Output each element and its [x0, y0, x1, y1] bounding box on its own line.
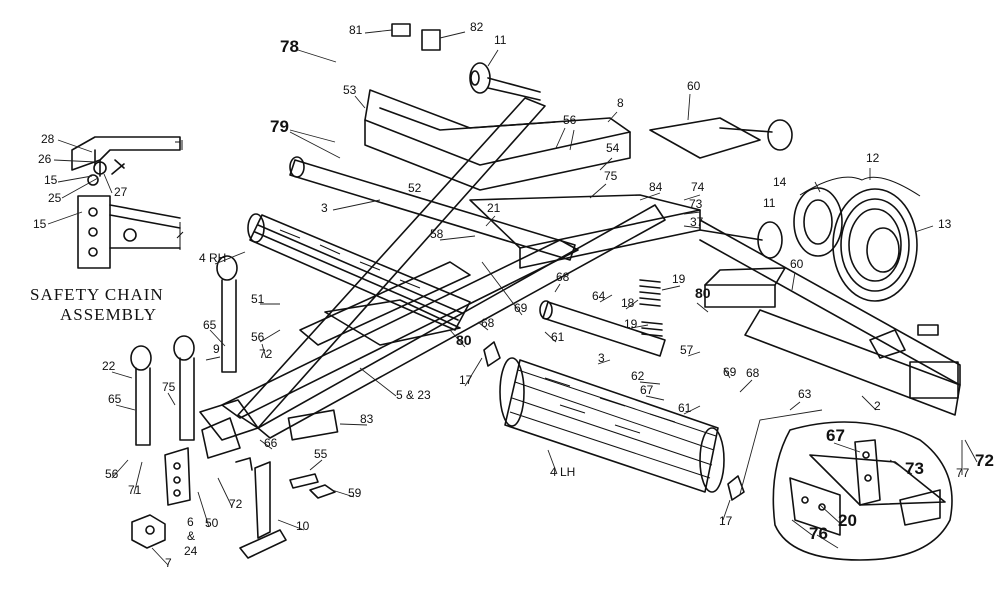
callout-c20: 20: [838, 511, 857, 530]
callout-c60a: 60: [687, 79, 701, 93]
callout-c68c: 68: [746, 366, 760, 380]
callout-c76: 76: [809, 524, 828, 543]
callout-c14: 14: [773, 175, 787, 189]
lower-tube: [539, 267, 786, 357]
callout-c84: 84: [649, 180, 663, 194]
callout-c61a: 61: [551, 330, 565, 344]
callout-c56a: 56: [563, 113, 577, 127]
callout-c62: 62: [631, 369, 645, 383]
callout-c7: 7: [165, 556, 172, 570]
callout-c11a: 11: [494, 33, 507, 47]
callout-c64: 64: [592, 289, 606, 303]
callout-c69a: 69: [514, 301, 528, 315]
callout-c74: 74: [691, 180, 705, 194]
callout-c61b: 61: [678, 401, 692, 415]
callout-c17a: 17: [459, 373, 473, 387]
callout-c80a: 80: [695, 285, 711, 301]
callout-c52: 52: [408, 181, 422, 195]
callout-c66: 66: [264, 436, 278, 450]
callout-c53: 53: [343, 83, 357, 97]
callout-c60b: 60: [790, 257, 804, 271]
callout-c63: 63: [798, 387, 812, 401]
left-uprights: [130, 255, 238, 549]
callout-c27: 27: [114, 185, 128, 199]
callout-c78: 78: [280, 37, 299, 56]
callout-c83: 83: [360, 412, 374, 426]
rh-roller: [247, 213, 471, 331]
callout-c72b: 72: [975, 451, 994, 470]
brackets: [289, 341, 745, 501]
callout-c54: 54: [606, 141, 620, 155]
callout-c68b: 68: [481, 316, 495, 330]
callout-c9: 9: [213, 342, 220, 356]
callout-c57: 57: [680, 343, 694, 357]
callout-c12: 12: [866, 151, 880, 165]
callout-c4lh: 4 LH: [550, 465, 575, 479]
callout-c21: 21: [487, 201, 501, 215]
callout-c4rh: 4 RH: [199, 251, 226, 265]
wheel-assembly: [793, 176, 921, 302]
callout-c10: 10: [296, 519, 310, 533]
callout-c67b: 67: [826, 426, 845, 445]
safety-chain-title-line1: SAFETY CHAIN: [30, 285, 164, 304]
jack-stand: [235, 457, 287, 559]
callout-c3b: 3: [598, 351, 605, 365]
callout-c82: 82: [470, 20, 484, 34]
lh-roller: [499, 357, 725, 493]
callout-c18: 18: [621, 296, 635, 310]
callout-c15b: 15: [33, 217, 47, 231]
callout-c73a: 73: [689, 197, 703, 211]
callout-c28: 28: [41, 132, 55, 146]
callout-c2: 2: [874, 399, 881, 413]
callout-c75a: 75: [604, 169, 618, 183]
safety-chain-inset: SAFETY CHAIN ASSEMBLY: [30, 136, 184, 324]
callout-c22: 22: [102, 359, 116, 373]
callout-c59: 59: [348, 486, 362, 500]
safety-chain-title-line2: ASSEMBLY: [60, 305, 157, 324]
callout-c26: 26: [38, 152, 52, 166]
spindles: [469, 62, 793, 259]
callout-c11b: 11: [763, 196, 776, 210]
callout-c72c: 72: [229, 497, 243, 511]
callout-c65a: 65: [203, 318, 217, 332]
callout-c51: 51: [251, 292, 265, 306]
callout-c80b: 80: [456, 332, 472, 348]
main-frame: [199, 89, 961, 459]
callout-c73b: 73: [905, 459, 924, 478]
callout-c3a: 3: [321, 201, 328, 215]
callout-c79: 79: [270, 117, 289, 136]
callout-c56b: 56: [251, 330, 265, 344]
callout-c55: 55: [314, 447, 328, 461]
callout-c13: 13: [938, 217, 952, 231]
callout-c17b: 17: [719, 514, 733, 528]
callout-c6_24c: 24: [184, 544, 198, 558]
callout-c15a: 15: [44, 173, 58, 187]
callout-c67a: 67: [640, 383, 654, 397]
callout-c72a: 72: [259, 347, 273, 361]
callout-c37: 37: [690, 215, 704, 229]
callout-c50: 50: [205, 516, 219, 530]
callout-c77: 77: [956, 466, 970, 480]
callout-c8: 8: [617, 96, 624, 110]
callout-c6_24b: &: [187, 529, 195, 543]
callout-c56c: 56: [105, 467, 119, 481]
callout-c58: 58: [430, 227, 444, 241]
callout-c75b: 75: [162, 380, 176, 394]
callout-c71: 71: [128, 483, 142, 497]
callout-c25: 25: [48, 191, 62, 205]
callout-c19b: 19: [624, 317, 638, 331]
callout-c69b: 69: [723, 365, 737, 379]
callout-c65b: 65: [108, 392, 122, 406]
hitch-detail-inset: [772, 421, 953, 561]
callout-c19a: 19: [672, 272, 686, 286]
callout-c81: 81: [349, 23, 363, 37]
callout-c6_24a: 6: [187, 515, 194, 529]
leader-lines: [111, 29, 978, 566]
callout-c68a: 68: [556, 270, 570, 284]
callout-c5_23: 5 & 23: [396, 388, 431, 402]
